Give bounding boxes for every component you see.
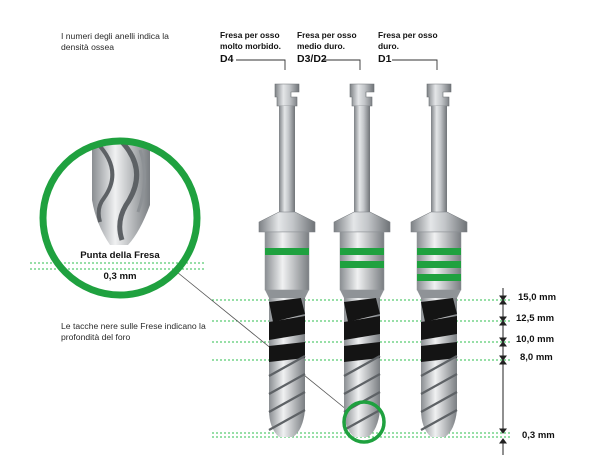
flute-line <box>268 409 306 431</box>
depth-mark <box>344 342 380 362</box>
drill-neck <box>417 290 461 298</box>
zoom-value: 0,3 mm <box>103 271 137 282</box>
callout-leaders <box>236 59 438 70</box>
flute-line <box>420 391 458 413</box>
flute-line <box>268 355 306 377</box>
marks-note: Le tacche nere sulle Frese indicano la p… <box>61 321 206 342</box>
drill-label-d1: Fresa per osso duro. <box>378 30 438 51</box>
measurement-label: 15,0 mm <box>518 292 557 303</box>
drill-collar <box>333 211 391 233</box>
flute-line <box>420 409 458 431</box>
drill-latch <box>274 83 300 107</box>
flute-line <box>420 373 458 395</box>
flute-line <box>268 373 306 395</box>
drill-ring-body <box>264 231 310 291</box>
tip-highlight-circle <box>342 400 386 444</box>
flute-line <box>343 355 381 377</box>
depth-mark <box>344 316 380 340</box>
measurement-label: 10,0 mm <box>516 334 555 345</box>
measurement-arrows <box>499 288 507 455</box>
drill-code-d1: D1 <box>378 53 392 65</box>
flute-line <box>343 409 381 431</box>
measurement-label: 8,0 mm <box>520 352 553 363</box>
drill-collar <box>410 211 468 233</box>
drill-shank <box>354 106 370 214</box>
drill-collar <box>258 211 316 233</box>
depth-mark <box>421 298 457 322</box>
flute-line <box>343 373 381 395</box>
drill-shank <box>279 106 295 214</box>
drill-code-d3d2: D3/D2 <box>297 53 327 65</box>
depth-mark <box>269 298 305 322</box>
depth-mark <box>269 316 305 340</box>
zoom-title: Punta della Fresa <box>72 250 168 261</box>
drill-label-d3d2: Fresa per osso medio duro. <box>297 30 357 51</box>
depth-mark <box>421 316 457 340</box>
drill-neck <box>340 290 384 298</box>
drill-d4 <box>258 83 316 437</box>
drill-code-d4: D4 <box>220 53 234 65</box>
drill-label-d4: Fresa per osso molto morbido. <box>220 30 281 51</box>
zoom-leader <box>171 267 353 415</box>
density-ring <box>417 274 461 281</box>
density-ring <box>265 248 309 255</box>
measurement-label: 0,3 mm <box>522 430 555 441</box>
density-ring <box>340 261 384 268</box>
flute-line <box>268 391 306 413</box>
depth-mark <box>344 298 380 322</box>
drill-latch <box>426 83 452 107</box>
flute-line <box>420 355 458 377</box>
depth-mark <box>421 342 457 362</box>
density-ring <box>417 248 461 255</box>
depth-mark <box>269 342 305 362</box>
measurement-label: 12,5 mm <box>516 313 555 324</box>
drill-d3d2 <box>333 83 391 437</box>
drill-d1 <box>410 83 468 437</box>
density-ring <box>340 248 384 255</box>
drill-shank <box>431 106 447 214</box>
drill-latch <box>349 83 375 107</box>
drill-neck <box>265 290 309 298</box>
density-ring <box>417 261 461 268</box>
rings-note: I numeri degli anelli indica la densità … <box>61 31 169 52</box>
